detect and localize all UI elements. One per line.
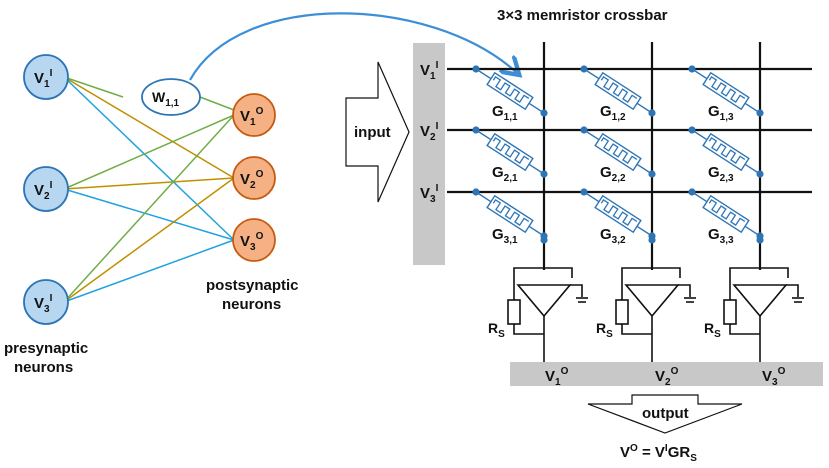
output-label: output: [642, 405, 689, 422]
memristor-symbol: [691, 68, 761, 114]
memristor-symbol: [691, 191, 761, 237]
memristor-1-2: G1,2: [580, 65, 656, 123]
memristor-2-3: G2,3: [688, 126, 764, 184]
synapse-edge-1-1: [63, 76, 124, 98]
conductance-label-3-3: G3,3: [708, 226, 734, 246]
postsynaptic-label-1: postsynaptic: [206, 277, 299, 294]
memristor-cells: G1,1 G1,2 G1,3G2,1 G2,2 G2,3G3,1 G3,2 G3,3: [472, 65, 764, 246]
presynaptic-neurons: V1I V2I V3I: [23, 54, 69, 325]
output-voltage-3: V3O: [762, 366, 786, 388]
synapse-edge-2-1: [63, 114, 235, 190]
row-input-1: V1I: [420, 60, 439, 82]
svg-text:V1I: V1I: [34, 68, 53, 90]
row-input-3: V3I: [420, 183, 439, 205]
row-input-2: V2I: [420, 121, 439, 143]
memristor-2-1: G2,1: [472, 126, 548, 184]
mapping-arrow: [189, 12, 516, 81]
synapse-edge-1-3: [63, 76, 235, 241]
conductance-label-3-2: G3,2: [600, 226, 626, 246]
input-label: input: [354, 124, 391, 141]
memristor-3-1: G3,1: [472, 188, 548, 246]
sense-circuit-3: RS: [704, 236, 804, 362]
memristor-1-3: G1,3: [688, 65, 764, 123]
postsynaptic-label-2: neurons: [222, 296, 281, 313]
post-neuron-2: V2O: [232, 156, 276, 200]
weight-node: W1,1: [141, 78, 201, 116]
conductance-label-1-2: G1,2: [600, 103, 626, 123]
post-neuron-3: V3O: [232, 218, 276, 262]
resistor-label-3: RS: [704, 320, 721, 340]
synapse-edge-3-2: [63, 177, 235, 303]
conductance-label-2-2: G2,2: [600, 164, 626, 184]
output-arrow: output: [587, 394, 743, 434]
output-equation: VO = VIGRS: [620, 443, 697, 464]
synapse-edge-1-2: [63, 76, 235, 179]
svg-text:V2O: V2O: [240, 169, 264, 191]
memristor-symbol: [583, 68, 653, 114]
memristor-1-1: G1,1: [472, 65, 548, 123]
svg-text:W1,1: W1,1: [152, 89, 180, 109]
synapse-edge-2-2: [63, 177, 235, 190]
output-panel: [510, 362, 823, 386]
crossbar-grid: [447, 42, 812, 270]
memristor-3-2: G3,2: [580, 188, 656, 246]
sense-circuits: RS RS RS: [488, 236, 804, 362]
conductance-label-2-3: G2,3: [708, 164, 734, 184]
svg-text:V2I: V2I: [34, 180, 53, 202]
resistor-label-1: RS: [488, 320, 505, 340]
presynaptic-label-2: neurons: [14, 359, 73, 376]
input-panel: [413, 43, 445, 265]
memristor-symbol: [583, 191, 653, 237]
memristor-symbol: [475, 68, 545, 114]
memristor-symbol: [475, 129, 545, 175]
postsynaptic-neurons: V1O V2O V3O: [232, 93, 276, 262]
svg-text:V3I: V3I: [34, 293, 53, 315]
svg-text:V1O: V1O: [240, 106, 264, 128]
output-voltage-2: V2O: [655, 366, 679, 388]
pre-neuron-2: V2I: [23, 166, 69, 212]
memristor-3-3: G3,3: [688, 188, 764, 246]
svg-text:V3O: V3O: [240, 231, 264, 253]
pre-neuron-1: V1I: [23, 54, 69, 100]
post-neuron-1: V1O: [232, 93, 276, 137]
synapse-edge-weight-out: [199, 96, 235, 111]
resistor-label-2: RS: [596, 320, 613, 340]
input-arrow: input: [345, 61, 410, 203]
sense-circuit-1: RS: [488, 236, 588, 362]
conductance-label-1-3: G1,3: [708, 103, 734, 123]
sense-circuit-2: RS: [596, 236, 696, 362]
pre-neuron-3: V3I: [23, 279, 69, 325]
synapse-edges: [63, 76, 235, 303]
memristor-symbol: [475, 191, 545, 237]
memristor-symbol: [691, 129, 761, 175]
output-voltage-1: V1O: [545, 366, 569, 388]
synapse-edge-3-1: [63, 114, 235, 303]
presynaptic-label-1: presynaptic: [4, 340, 88, 357]
conductance-label-3-1: G3,1: [492, 226, 518, 246]
conductance-label-2-1: G2,1: [492, 164, 518, 184]
conductance-label-1-1: G1,1: [492, 103, 518, 123]
synapse-edge-3-3: [63, 239, 235, 303]
memristor-symbol: [583, 129, 653, 175]
crossbar-title: 3×3 memristor crossbar: [497, 7, 668, 24]
memristor-2-2: G2,2: [580, 126, 656, 184]
synapse-edge-2-3: [63, 188, 235, 241]
